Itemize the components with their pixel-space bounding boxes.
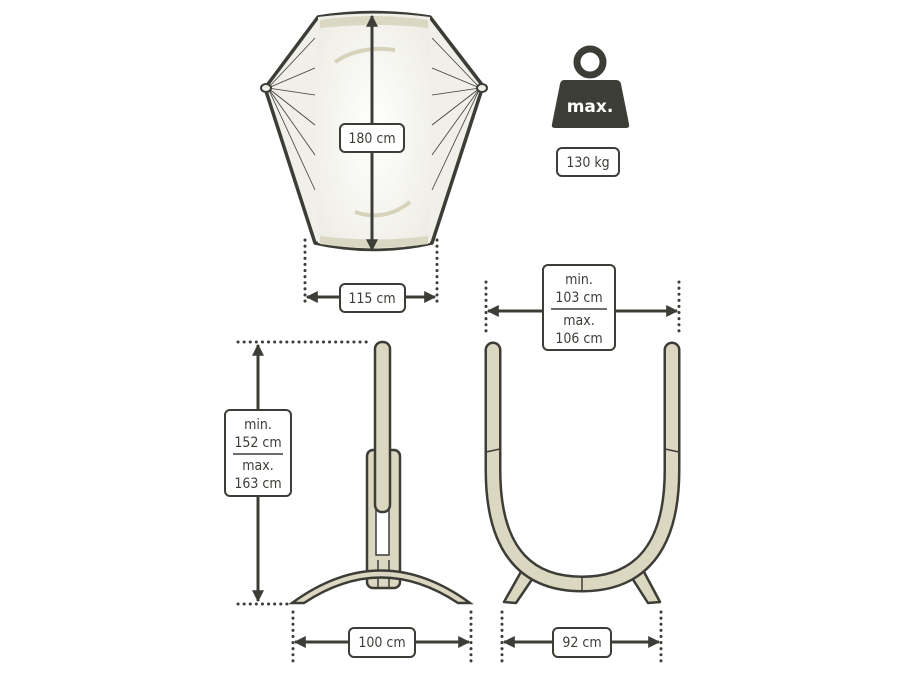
svg-text:min.: min. — [244, 417, 272, 433]
svg-text:100 cm: 100 cm — [358, 635, 405, 651]
max-weight-icon: max. — [551, 45, 630, 128]
stand-depth-dimension: 100 cm — [291, 610, 473, 667]
stand-height-dimension: min. 152 cm max. 163 cm — [224, 340, 370, 606]
hammock-width-dimension: 115 cm — [303, 238, 439, 313]
stand-top-width-dimension: min. 103 cm max. 106 cm — [484, 264, 681, 351]
svg-text:130 kg: 130 kg — [566, 155, 609, 171]
svg-text:106 cm: 106 cm — [555, 331, 602, 347]
svg-text:max.: max. — [242, 458, 273, 474]
hammock-length-label: 180 cm — [339, 123, 405, 153]
max-weight-label: 130 kg — [556, 147, 620, 177]
svg-text:152 cm: 152 cm — [234, 435, 281, 451]
svg-text:180 cm: 180 cm — [348, 131, 395, 147]
svg-text:115 cm: 115 cm — [348, 291, 395, 307]
svg-text:163 cm: 163 cm — [234, 476, 281, 492]
stand-base-width-dimension: 92 cm — [500, 610, 663, 667]
svg-text:max.: max. — [563, 313, 594, 329]
svg-text:max.: max. — [567, 97, 614, 117]
svg-text:103 cm: 103 cm — [555, 290, 602, 306]
stand-side-view — [288, 340, 474, 605]
svg-text:92 cm: 92 cm — [562, 635, 601, 651]
svg-text:min.: min. — [565, 272, 593, 288]
stand-front-view — [484, 341, 681, 605]
